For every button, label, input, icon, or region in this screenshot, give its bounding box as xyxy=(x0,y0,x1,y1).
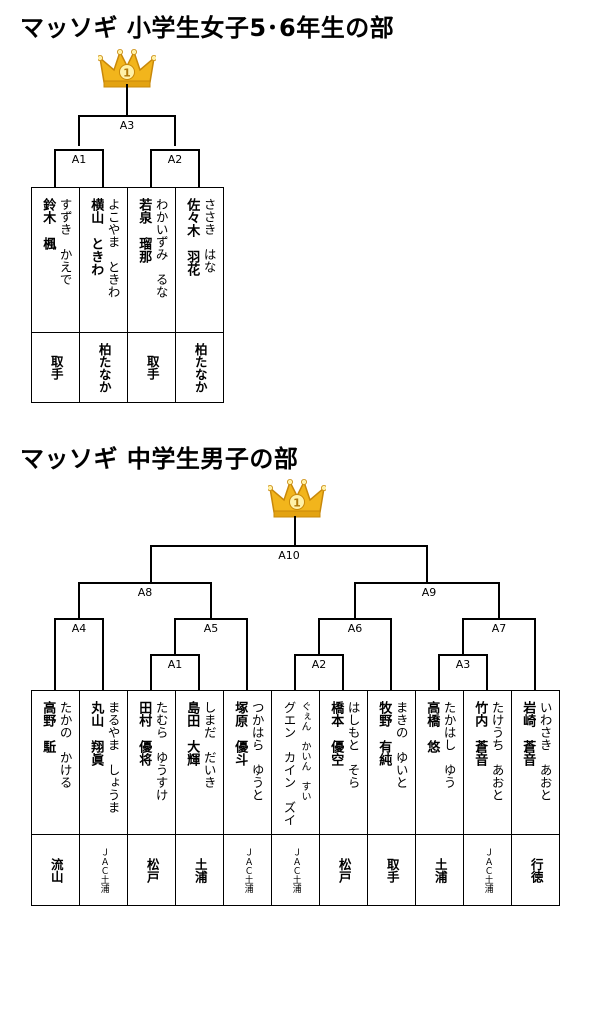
player-kana: すずき かえで xyxy=(57,198,73,286)
player-club: 松戸 xyxy=(336,857,352,883)
crown-icon: 1 xyxy=(268,479,326,518)
match-label-a8: A8 xyxy=(138,586,153,599)
player-cell: わかいずみ るな 若泉 瑠那 xyxy=(128,188,176,333)
player-kana: たかの かける xyxy=(57,701,73,789)
player-kana: よこやま ときわ xyxy=(105,198,121,298)
player-kana: たけうち あおと xyxy=(489,701,505,801)
club-cell: ＪＡＣ土浦 xyxy=(224,835,272,906)
player-name: 竹内 蒼音 xyxy=(472,701,488,766)
club-cell: 取手 xyxy=(368,835,416,906)
player-club: 柏たなか xyxy=(96,342,112,393)
player-kana: たむら ゆうすけ xyxy=(153,701,169,801)
match-label-a9: A9 xyxy=(422,586,437,599)
player-club: ＪＡＣ土浦 xyxy=(98,847,109,893)
match-label-a3: A3 xyxy=(456,658,471,671)
player-name: 高橋 悠 xyxy=(424,701,440,753)
match-label-a4: A4 xyxy=(72,622,87,635)
player-kana: はしもと そら xyxy=(345,701,361,789)
player-club: ＪＡＣ土浦 xyxy=(290,847,301,893)
player-name: 横山 ときわ xyxy=(88,198,104,276)
player-club: 取手 xyxy=(48,355,64,380)
player-name: 田村 優将 xyxy=(136,701,152,766)
player-cell: すずき かえで 鈴木 楓 xyxy=(32,188,80,333)
club-cell: 土浦 xyxy=(176,835,224,906)
player-cell: よこやま ときわ 横山 ときわ xyxy=(80,188,128,333)
player-name: 若泉 瑠那 xyxy=(136,198,152,263)
club-cell: 柏たなか xyxy=(80,333,128,403)
player-club: ＪＡＣ土浦 xyxy=(242,847,253,893)
club-cell: 柏たなか xyxy=(176,333,224,403)
player-cell: つかはら ゆうと 塚原 優斗 xyxy=(224,691,272,835)
club-cell: ＪＡＣ土浦 xyxy=(80,835,128,906)
player-cell: いわさき あおと 岩崎 蒼音 xyxy=(512,691,560,835)
svg-text:1: 1 xyxy=(293,497,301,510)
player-kana: しまだ だいき xyxy=(201,701,217,789)
match-label-a2: A2 xyxy=(168,153,183,166)
player-cell: ささき はな 佐々木 羽花 xyxy=(176,188,224,333)
player-club: ＪＡＣ土浦 xyxy=(482,847,493,893)
player-name: 橋本 優空 xyxy=(328,701,344,766)
player-name: グエン カイン ズイ xyxy=(281,701,297,826)
player-cell: たかの かける 高野 駈 xyxy=(32,691,80,835)
match-label-a1: A1 xyxy=(168,658,183,671)
club-cell: ＪＡＣ土浦 xyxy=(272,835,320,906)
match-label-a2: A2 xyxy=(312,658,327,671)
player-name: 塚原 優斗 xyxy=(232,701,248,766)
player-club: 流山 xyxy=(48,857,64,883)
player-club: 土浦 xyxy=(192,857,208,883)
club-cell: 流山 xyxy=(32,835,80,906)
player-cell: たむら ゆうすけ 田村 優将 xyxy=(128,691,176,835)
player-kana: つかはら ゆうと xyxy=(249,701,265,801)
player-name: 島田 大輝 xyxy=(184,701,200,766)
match-label-a5: A5 xyxy=(204,622,219,635)
player-club: 土浦 xyxy=(432,857,448,883)
player-cell: ぐぇん かいん すい グエン カイン ズイ xyxy=(272,691,320,835)
player-kana: いわさき あおと xyxy=(537,701,553,801)
svg-text:1: 1 xyxy=(123,67,131,80)
match-label-a3: A3 xyxy=(120,119,135,132)
player-cell: まるやま しょうま 丸山 翔眞 xyxy=(80,691,128,835)
match-label-a6: A6 xyxy=(348,622,363,635)
player-name: 鈴木 楓 xyxy=(40,198,56,250)
player-name: 牧野 有純 xyxy=(376,701,392,766)
player-name: 岩崎 蒼音 xyxy=(520,701,536,766)
match-label-a1: A1 xyxy=(72,153,87,166)
player-kana: まきの ゆいと xyxy=(393,701,409,789)
player-club: 柏たなか xyxy=(192,342,208,393)
player-kana: ささき はな xyxy=(201,198,217,273)
player-kana: たかはし ゆう xyxy=(441,701,457,789)
tournament-title-boys: マッソギ 中学生男子の部 xyxy=(20,445,299,473)
club-cell: 松戸 xyxy=(128,835,176,906)
match-label-a10: A10 xyxy=(278,549,300,562)
player-cell: たけうち あおと 竹内 蒼音 xyxy=(464,691,512,835)
player-club: 行徳 xyxy=(528,857,544,883)
player-name: 丸山 翔眞 xyxy=(88,701,104,766)
player-cell: はしもと そら 橋本 優空 xyxy=(320,691,368,835)
club-cell: 取手 xyxy=(32,333,80,403)
player-name: 高野 駈 xyxy=(40,701,56,753)
player-kana: ぐぇん かいん すい xyxy=(298,701,310,801)
club-cell: ＪＡＣ土浦 xyxy=(464,835,512,906)
match-label-a7: A7 xyxy=(492,622,507,635)
club-cell: 取手 xyxy=(128,333,176,403)
tournament-title-girls: マッソギ 小学生女子5･6年生の部 xyxy=(20,14,395,42)
player-kana: まるやま しょうま xyxy=(105,701,121,814)
player-club: 取手 xyxy=(384,857,400,883)
club-cell: 行徳 xyxy=(512,835,560,906)
club-cell: 松戸 xyxy=(320,835,368,906)
club-cell: 土浦 xyxy=(416,835,464,906)
player-club: 取手 xyxy=(144,355,160,380)
player-table-girls: すずき かえで 鈴木 楓 よこやま ときわ 横山 ときわ わかいずみ るな 若泉… xyxy=(31,187,224,403)
player-cell: まきの ゆいと 牧野 有純 xyxy=(368,691,416,835)
player-kana: わかいずみ るな xyxy=(153,198,169,298)
player-cell: しまだ だいき 島田 大輝 xyxy=(176,691,224,835)
player-name: 佐々木 羽花 xyxy=(184,198,200,276)
player-table-boys: たかの かける 高野 駈 まるやま しょうま 丸山 翔眞 たむら ゆうすけ 田村… xyxy=(31,690,560,906)
player-club: 松戸 xyxy=(144,857,160,883)
player-cell: たかはし ゆう 高橋 悠 xyxy=(416,691,464,835)
